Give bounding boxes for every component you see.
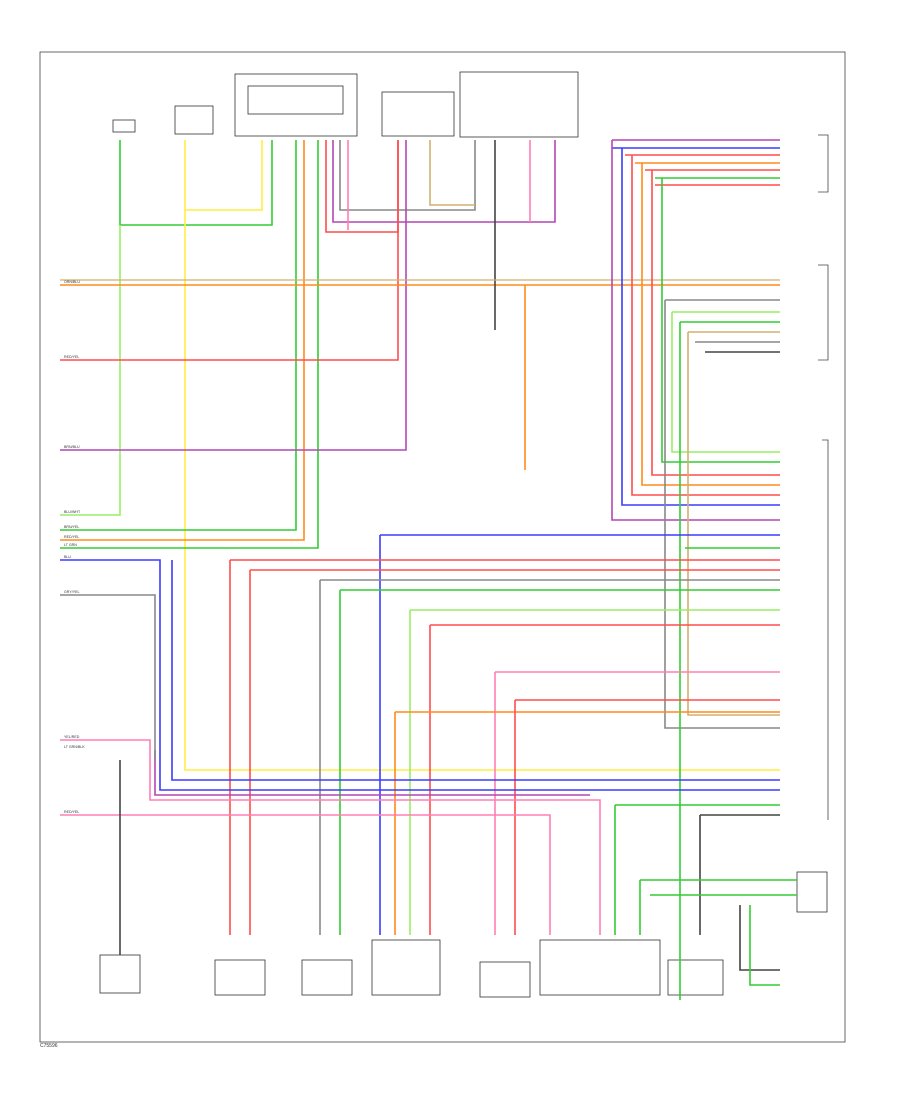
wire-tan-41 (687, 332, 780, 716)
wire-red-48 (229, 559, 780, 935)
wire-label-6: LT GRN (64, 543, 77, 547)
wire-green-47 (339, 589, 780, 935)
wire-label-4: BRN/YEL (64, 525, 79, 529)
wire-green-64 (639, 879, 797, 935)
wire-label-7: BLU (64, 555, 71, 559)
wire-green-6 (60, 140, 319, 549)
wire-red-11 (60, 140, 399, 361)
wire-label-0: ORN/BLU (64, 280, 80, 284)
wire-green-67 (749, 905, 780, 986)
component-box-headlight (381, 91, 455, 137)
component-box-1 (112, 119, 136, 133)
right-bracket-1 (818, 134, 829, 193)
wire-light_green-40 (671, 312, 780, 453)
component-box-bottom-left (99, 954, 141, 994)
wire-group (60, 139, 797, 1000)
wire-red-7 (325, 140, 399, 233)
component-box-bottom-7 (667, 959, 724, 996)
right-bracket-3 (822, 439, 829, 820)
component-box-bottom-6 (539, 939, 661, 996)
wire-pink-60 (60, 814, 551, 935)
component-box-bottom-2 (214, 959, 266, 996)
wire-violet-33 (611, 140, 780, 521)
wire-orange-36 (641, 163, 780, 486)
wire-label-1: RED/YEL (64, 355, 79, 359)
component-box-bottom-5 (479, 961, 531, 998)
wire-orange-52 (394, 711, 780, 935)
wire-blue-34 (621, 148, 780, 506)
wire-violet-12 (60, 140, 407, 451)
wire-violet-8 (332, 140, 556, 223)
component-box-ecu-top (459, 71, 579, 138)
component-box-bottom-4 (371, 939, 441, 996)
wire-label-9: YEL/RED (64, 735, 80, 739)
wire-pink-57 (60, 739, 601, 935)
wire-tan-16 (429, 140, 475, 206)
component-box-bottom-3 (301, 959, 353, 996)
wire-gray-59 (60, 594, 156, 760)
wire-light_green-49 (409, 609, 780, 935)
wire-orange-5 (60, 140, 305, 541)
wire-blue-56 (171, 560, 780, 781)
wire-green-4 (60, 140, 297, 531)
component-box-right-sensor (796, 871, 828, 913)
wire-red-53 (514, 699, 780, 935)
right-bracket-2 (818, 264, 829, 361)
wire-label-8: GRY/YEL (64, 590, 80, 594)
wire-green-0 (119, 140, 273, 226)
wire-gray-46 (319, 579, 780, 935)
wire-label-3: BLU/WHT (64, 510, 81, 514)
wire-dark-66 (739, 905, 780, 971)
wire-gray-9 (339, 140, 476, 211)
component-inner-display (247, 85, 344, 115)
wire-dark-63 (699, 814, 780, 935)
wire-pink-51 (494, 671, 780, 935)
wire-light_green-3 (60, 225, 121, 516)
wire-label-2: BRN/BLU (64, 445, 80, 449)
wire-green-38 (661, 178, 780, 463)
wire-red-45 (249, 569, 780, 935)
wire-blue-43 (379, 534, 780, 935)
wire-yellow-2 (184, 210, 780, 771)
wire-label-10: LT GRN/BLK (64, 745, 85, 749)
wire-yellow-1 (184, 140, 263, 211)
wire-label-11: RED/YEL (64, 810, 79, 814)
wire-blue-55 (60, 559, 780, 791)
wire-gray-39 (664, 300, 780, 729)
component-box-2 (174, 105, 214, 135)
wire-red-35 (631, 155, 780, 496)
wire-red-37 (651, 170, 780, 476)
wire-green-62 (614, 804, 780, 935)
wire-label-5: RED/YEL (64, 535, 79, 539)
diagram-frame (39, 51, 846, 1043)
wire-violet-58 (154, 750, 590, 796)
footer-code: C75596 (40, 1043, 58, 1049)
label-group: ORN/BLU RED/YEL BRN/BLU BLU/WHT BRN/YEL RED/Y… (64, 280, 85, 814)
